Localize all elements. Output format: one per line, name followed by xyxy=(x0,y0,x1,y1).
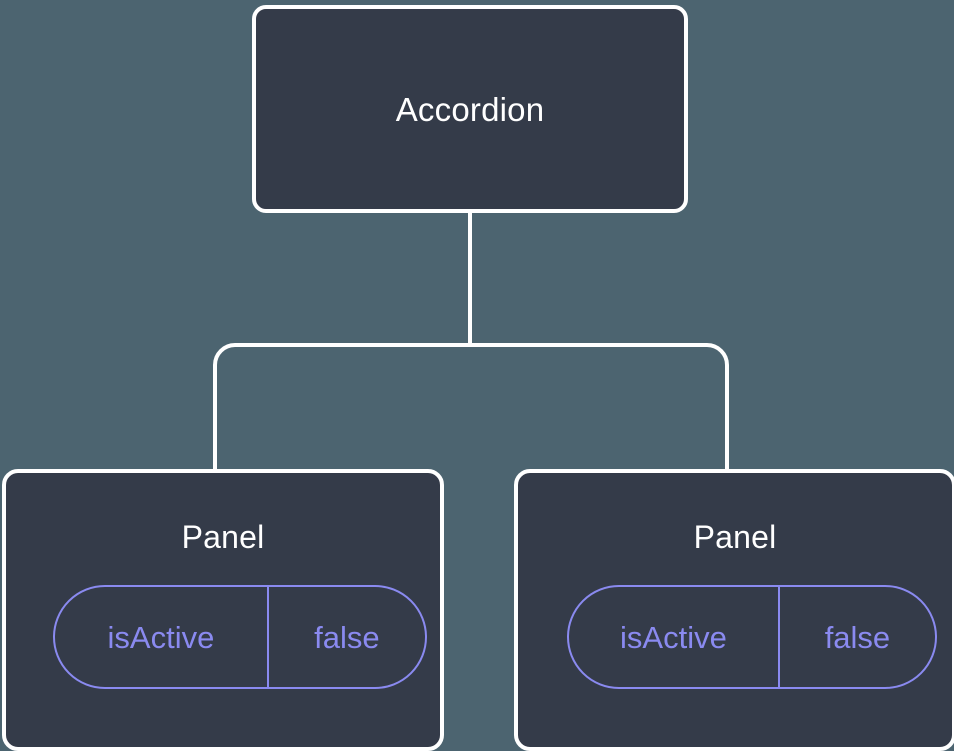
edge-to-panel-right xyxy=(470,343,729,472)
node-panel-left-title: Panel xyxy=(181,519,265,555)
edge-to-panel-left xyxy=(213,343,470,472)
state-badge-right-key: isActive xyxy=(569,587,780,687)
state-badge-left-value: false xyxy=(314,619,380,655)
node-panel-right-title: Panel xyxy=(693,519,777,555)
state-badge-left[interactable]: isActive false xyxy=(53,585,427,689)
component-tree-canvas: Accordion Panel isActive false Panel isA… xyxy=(2,5,954,751)
node-accordion[interactable]: Accordion xyxy=(252,5,688,213)
node-panel-right[interactable]: Panel isActive false xyxy=(514,469,954,751)
node-accordion-title: Accordion xyxy=(395,90,545,128)
node-panel-left[interactable]: Panel isActive false xyxy=(2,469,444,751)
state-badge-right-value: false xyxy=(824,619,891,655)
state-badge-left-key: isActive xyxy=(55,587,269,687)
state-badge-right[interactable]: isActive false xyxy=(567,585,937,689)
